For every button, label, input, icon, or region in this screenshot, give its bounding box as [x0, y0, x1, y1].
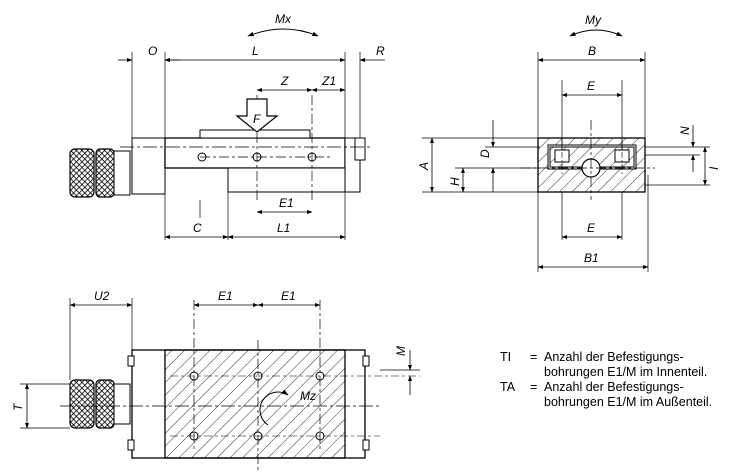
label-t: T — [11, 402, 25, 411]
label-z: Z — [280, 74, 289, 88]
label-c: C — [193, 221, 202, 235]
carriage-plate — [164, 349, 346, 459]
top-view — [20, 298, 420, 470]
front-view-labels: O L R Mx Z Z1 F C E1 L1 — [148, 12, 385, 235]
label-e-top: E — [587, 79, 596, 93]
legend-ta: TA = Anzahl der Befestigungs- — [500, 380, 745, 395]
clamp-tab-bl — [127, 439, 135, 451]
legend-note: TI = Anzahl der Befestigungs- bohrungen … — [500, 350, 745, 410]
side-view — [422, 29, 710, 272]
clamp-tab-br — [362, 439, 370, 451]
label-b: B — [588, 44, 596, 58]
legend-ti: TI = Anzahl der Befestigungs- — [500, 350, 745, 365]
clamp-tab-tl — [127, 355, 135, 367]
legend-ti-line1: Anzahl der Befestigungs- — [544, 350, 684, 364]
label-e1-front: E1 — [279, 196, 294, 210]
knob-collar-top — [113, 383, 131, 425]
label-h: H — [448, 177, 462, 186]
knurl-ring-2 — [95, 148, 115, 198]
legend-ti-abbr: TI — [500, 350, 512, 364]
legend-ta-eq: = — [530, 380, 538, 394]
label-e1-top-right: E1 — [281, 289, 296, 303]
carriage-top — [199, 129, 311, 139]
label-o: O — [148, 44, 157, 58]
force-arrow — [235, 98, 279, 133]
label-e-bottom: E — [587, 221, 596, 235]
knurl-ring-1 — [69, 148, 95, 198]
label-f: F — [253, 112, 261, 126]
end-tab-right — [354, 137, 366, 161]
legend-ta-line1: Anzahl der Befestigungs- — [544, 380, 684, 394]
legend-ti-line2: bohrungen E1/M im Innenteil. — [544, 365, 708, 379]
knurl-ring-3 — [69, 379, 95, 429]
legend-ti-cont: bohrungen E1/M im Innenteil. — [500, 365, 745, 380]
legend-ta-abbr: TA — [500, 380, 516, 394]
label-l: L — [252, 44, 259, 58]
label-l1: L1 — [277, 221, 290, 235]
side-view-labels: My B E E B1 A H D N I — [417, 13, 721, 265]
label-b1: B1 — [584, 251, 599, 265]
front-view — [69, 28, 385, 240]
legend-ta-line2: bohrungen E1/M im Außenteil. — [544, 395, 713, 409]
top-view-labels: U2 E1 E1 T M Mz — [11, 289, 408, 411]
knob-collar — [113, 150, 131, 196]
moment-arrow-my — [569, 29, 623, 37]
label-z1: Z1 — [321, 74, 336, 88]
knurl-ring-4 — [95, 379, 115, 429]
legend-ta-cont: bohrungen E1/M im Außenteil. — [500, 395, 745, 410]
moment-arrow-mz — [259, 389, 289, 426]
label-n: N — [678, 126, 692, 135]
label-d: D — [478, 149, 492, 158]
label-m: M — [394, 346, 408, 356]
label-u2: U2 — [94, 289, 110, 303]
lower-rail — [227, 167, 346, 193]
clamp-tab-tr — [362, 355, 370, 367]
end-block-left — [131, 137, 166, 195]
label-i: I — [707, 166, 721, 170]
label-a: A — [417, 162, 431, 171]
label-mx: Mx — [275, 12, 292, 26]
legend-ti-eq: = — [530, 350, 538, 364]
moment-arrow-mx — [247, 28, 319, 37]
label-my: My — [585, 13, 602, 27]
label-r: R — [376, 44, 385, 58]
label-mz: Mz — [300, 389, 316, 403]
label-e1-top-left: E1 — [218, 289, 233, 303]
